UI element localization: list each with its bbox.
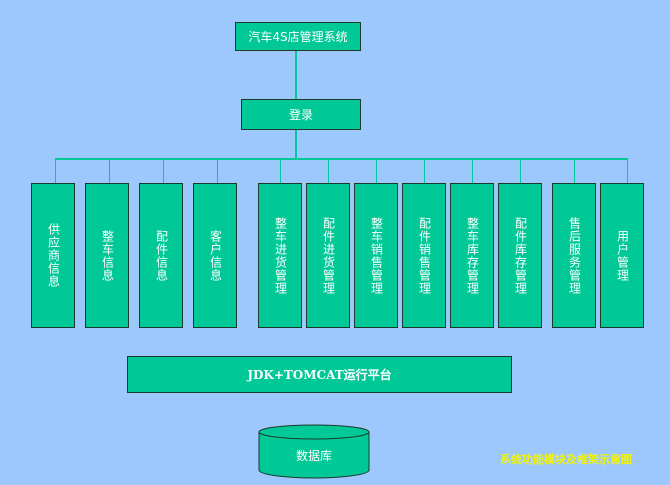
module-label: 配件进货管理 — [321, 216, 336, 295]
module-parts-purchase: 配件进货管理 — [306, 183, 350, 328]
module-label: 整车信息 — [100, 229, 115, 282]
connector-login-bus — [295, 130, 297, 159]
module-label: 供应商信息 — [46, 223, 61, 288]
system-title-box: 汽车4S店管理系统 — [235, 22, 361, 51]
module-label: 售后服务管理 — [567, 216, 582, 295]
connector-title-login — [295, 51, 297, 99]
module-parts-inventory: 配件库存管理 — [498, 183, 542, 328]
connector-drop-5 — [280, 158, 281, 183]
database-label: 数据库 — [295, 448, 332, 463]
module-parts-sales: 配件销售管理 — [402, 183, 446, 328]
module-label: 配件信息 — [154, 229, 169, 282]
module-label: 整车库存管理 — [465, 216, 480, 295]
module-vehicle-inventory: 整车库存管理 — [450, 183, 494, 328]
module-after-sales: 售后服务管理 — [552, 183, 596, 328]
diagram-caption: 系统功能模块及框架示意图 — [500, 453, 632, 466]
connector-drop-9 — [472, 158, 473, 183]
connector-drop-10 — [520, 158, 521, 183]
module-label: 整车销售管理 — [369, 216, 384, 295]
module-supplier-info: 供应商信息 — [31, 183, 75, 328]
module-vehicle-sales: 整车销售管理 — [354, 183, 398, 328]
connector-drop-2 — [109, 158, 110, 183]
connector-drop-8 — [424, 158, 425, 183]
connector-drop-12 — [627, 158, 628, 183]
connector-drop-4 — [217, 158, 218, 183]
connector-drop-11 — [574, 158, 575, 183]
connector-drop-7 — [376, 158, 377, 183]
database-cylinder-icon — [258, 424, 370, 479]
module-label: 配件销售管理 — [417, 216, 432, 295]
runtime-platform-box: JDK+TOMCAT运行平台 — [127, 356, 512, 393]
module-label: 配件库存管理 — [513, 216, 528, 295]
module-parts-info: 配件信息 — [139, 183, 183, 328]
connector-bus — [55, 158, 628, 160]
module-vehicle-purchase: 整车进货管理 — [258, 183, 302, 328]
module-label: 客户信息 — [208, 229, 223, 282]
system-title: 汽车4S店管理系统 — [248, 30, 348, 44]
module-customer-info: 客户信息 — [193, 183, 237, 328]
connector-drop-1 — [55, 158, 56, 183]
module-label: 整车进货管理 — [273, 216, 288, 295]
runtime-platform-label: JDK+TOMCAT运行平台 — [247, 368, 392, 382]
module-user-management: 用户管理 — [600, 183, 644, 328]
module-label: 用户管理 — [615, 229, 630, 282]
login-box: 登录 — [241, 99, 361, 130]
connector-drop-6 — [328, 158, 329, 183]
login-label: 登录 — [288, 108, 313, 122]
connector-drop-3 — [163, 158, 164, 183]
module-vehicle-info: 整车信息 — [85, 183, 129, 328]
